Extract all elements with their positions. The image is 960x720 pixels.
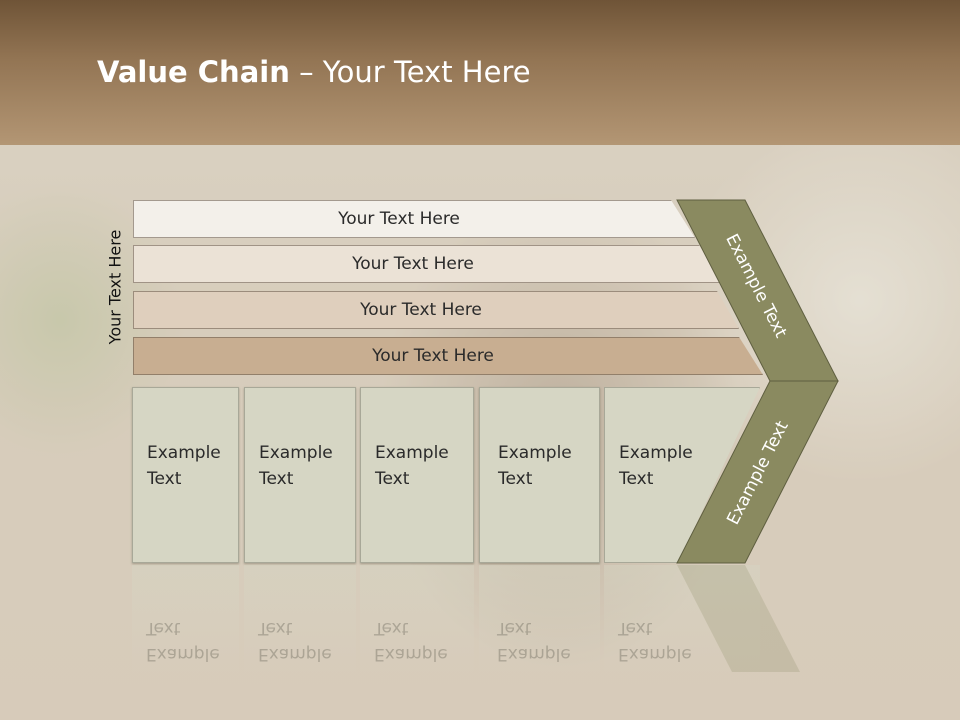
support-bar-3-label: Your Text Here bbox=[360, 300, 482, 320]
activity-column-4-line2: Text bbox=[498, 469, 533, 489]
activity-column-5-line1: Example bbox=[619, 443, 693, 463]
title-banner: Value Chain – Your Text Here bbox=[0, 0, 960, 145]
activity-column-1-line1: Example bbox=[147, 443, 221, 463]
chevron-reflection bbox=[677, 565, 800, 672]
activity-column-5-line2: Text bbox=[619, 469, 654, 489]
activity-column-1-line2: Text bbox=[147, 469, 182, 489]
support-bar-1: Your Text Here bbox=[133, 200, 695, 238]
support-bar-2: Your Text Here bbox=[133, 245, 723, 283]
support-bar-4-label: Your Text Here bbox=[372, 346, 494, 366]
activity-column-2-line1: Example bbox=[259, 443, 333, 463]
activity-column-3-line1: Example bbox=[375, 443, 449, 463]
activity-column-2-line2: Text bbox=[259, 469, 294, 489]
support-bar-2-label: Your Text Here bbox=[352, 254, 474, 274]
support-bar-4: Your Text Here bbox=[133, 337, 763, 375]
activity-column-3-line2: Text bbox=[375, 469, 410, 489]
support-bar-3: Your Text Here bbox=[133, 291, 739, 329]
activity-column-4-line1: Example bbox=[498, 443, 572, 463]
support-bar-1-label: Your Text Here bbox=[338, 209, 460, 229]
slide-title-rest: – Your Text Here bbox=[289, 55, 531, 89]
slide-title-bold: Value Chain bbox=[97, 55, 290, 89]
chevron-lower-arm bbox=[676, 380, 839, 564]
slide-title: Value Chain – Your Text Here bbox=[97, 55, 531, 89]
